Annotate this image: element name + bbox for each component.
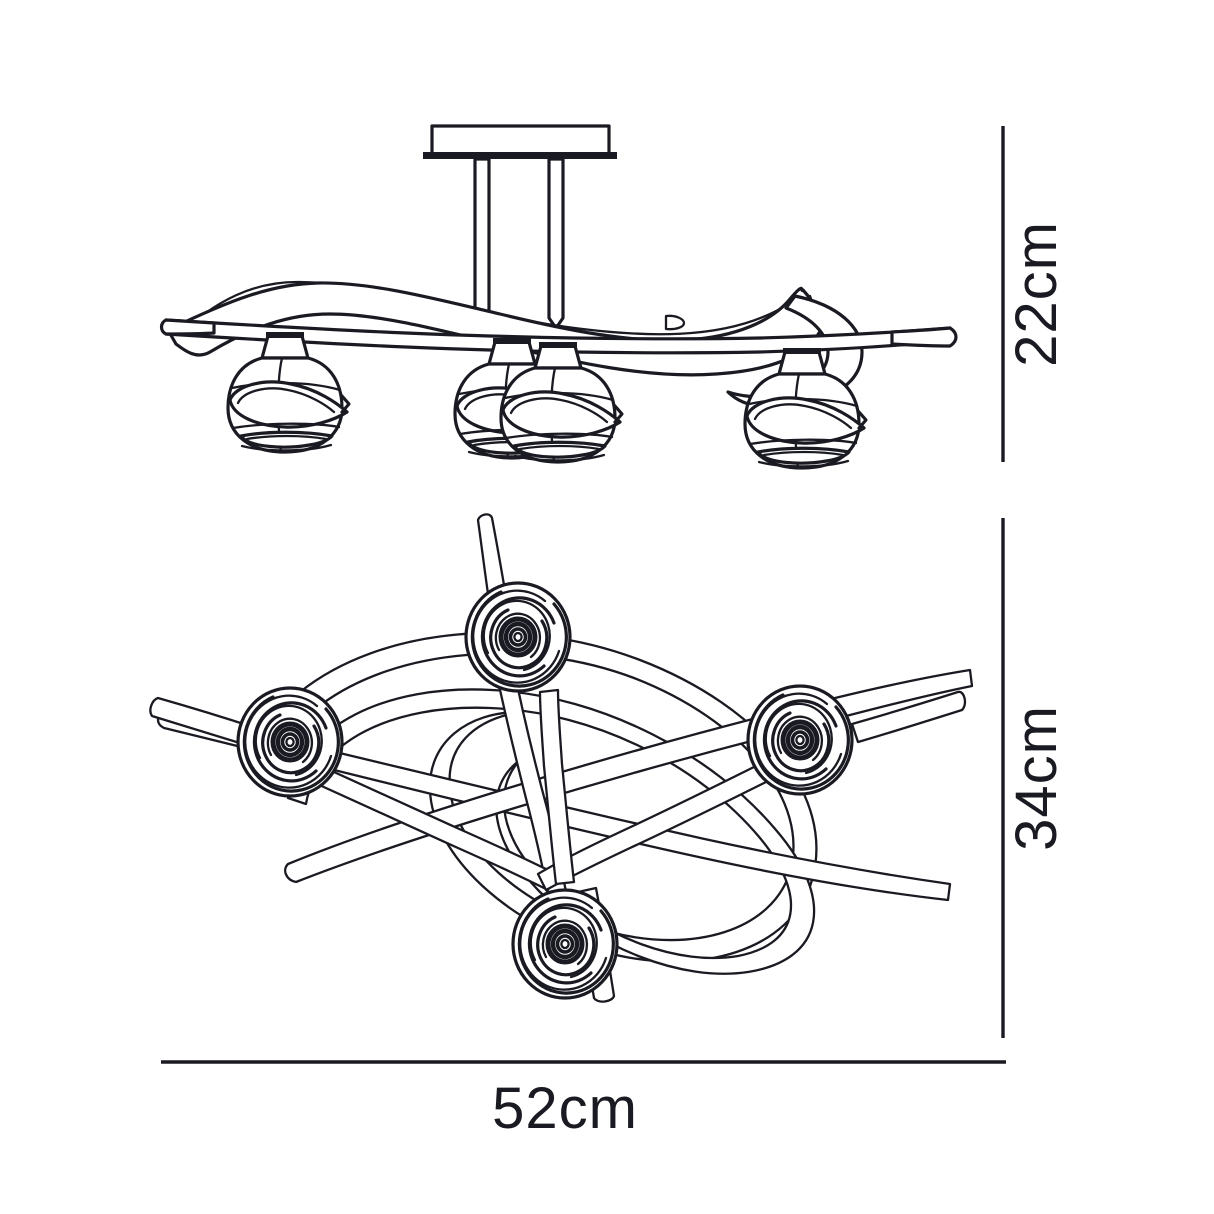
shade-plan-south (513, 890, 617, 998)
shade-plan-east (748, 686, 852, 794)
ceiling-plate (423, 124, 617, 159)
shade-plan-west (238, 688, 342, 796)
side-elevation-view (159, 124, 958, 470)
arm-tip-east (850, 690, 967, 744)
shade-side-left (226, 330, 351, 454)
shade-plan-north (466, 583, 570, 691)
dimension-label-width: 52cm (492, 1076, 638, 1141)
plan-view (149, 513, 974, 1003)
arm-tip-west (149, 696, 264, 750)
dimension-label-depth: 34cm (1004, 705, 1069, 851)
suspension-rods (473, 157, 565, 330)
dimension-label-height: 22cm (1004, 221, 1069, 367)
